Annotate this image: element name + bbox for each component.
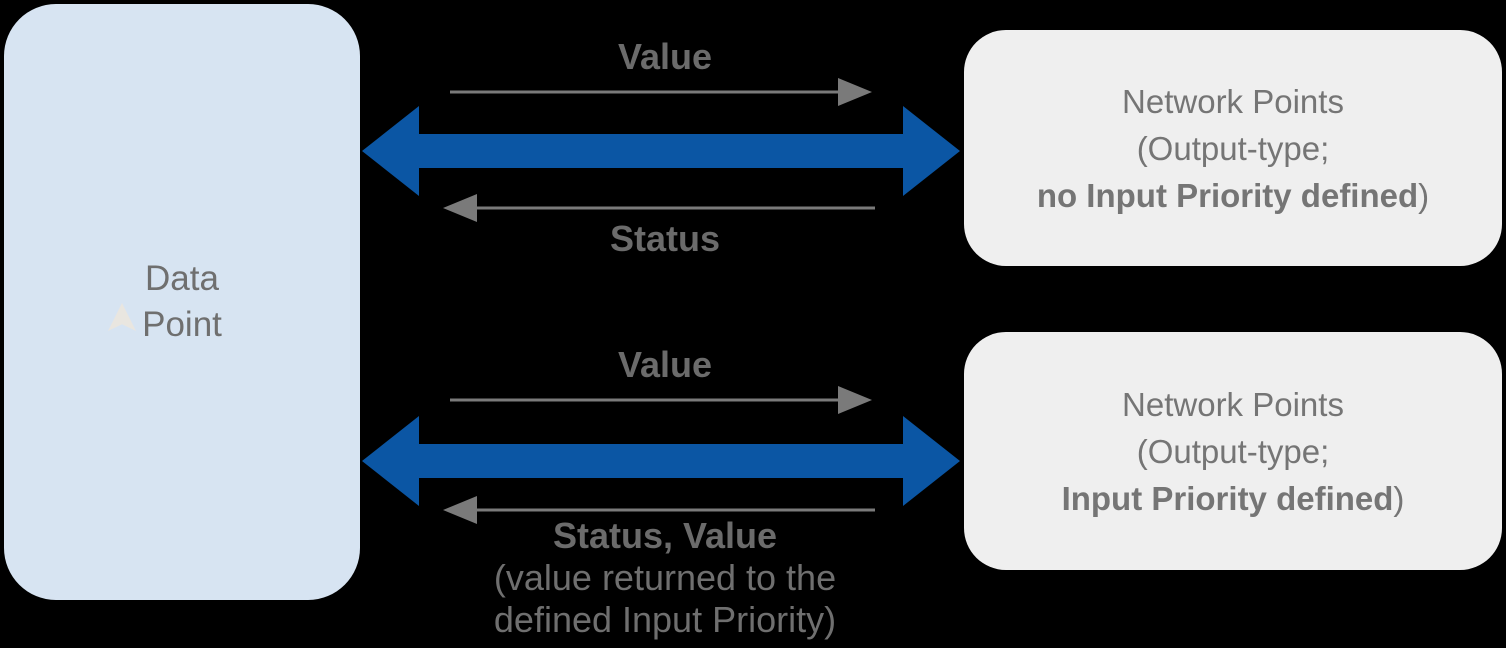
network-points-box-no-priority: Network Points (Output-type; no Input Pr… [964,30,1502,266]
bidirectional-arrow-icon [362,416,960,506]
network-points-priority-label: Network Points (Output-type; Input Prior… [1062,381,1405,522]
value-flow-arrow-icon [450,386,872,414]
status-flow-arrow-icon [443,194,875,222]
network-box-line1: Network Points [1122,82,1344,120]
data-point-box: Data Point [4,4,360,600]
connection-top: Value Status [360,28,970,278]
value-label: Value [617,36,713,77]
network-box-line3-close: ) [1393,479,1405,517]
network-box-line2: (Output-type; [1136,432,1330,470]
network-box-line3: Input Priority defined) [1062,475,1405,522]
network-box-line1: Network Points [1122,385,1344,423]
network-box-line3: no Input Priority defined) [1037,172,1429,219]
value-flow-arrow-icon [450,78,872,106]
data-point-label: Data Point [142,256,222,348]
network-box-line3-close: ) [1418,176,1430,214]
connection-bottom: Value Status, Value (value returned to t… [360,336,970,648]
status-value-label: Status, Value [552,515,778,556]
cursor-artifact-icon [108,303,136,331]
data-point-label-line1: Data [145,259,219,298]
bidirectional-arrow-icon [362,106,960,196]
network-points-no-priority-label: Network Points (Output-type; no Input Pr… [1037,78,1429,219]
network-box-line3-bold: no Input Priority defined [1036,176,1419,214]
network-box-line3-bold: Input Priority defined [1061,479,1394,517]
status-value-flow-arrow-icon [443,496,875,524]
network-box-line2: (Output-type; [1136,129,1330,167]
return-note: (value returned to the defined Input Pri… [360,557,970,641]
return-note-line1: (value returned to the [493,557,837,598]
status-label: Status [609,218,721,259]
network-points-box-priority: Network Points (Output-type; Input Prior… [964,332,1502,570]
value-label: Value [617,344,713,385]
data-point-label-line2: Point [142,305,222,344]
return-note-line2: defined Input Priority) [493,599,837,640]
